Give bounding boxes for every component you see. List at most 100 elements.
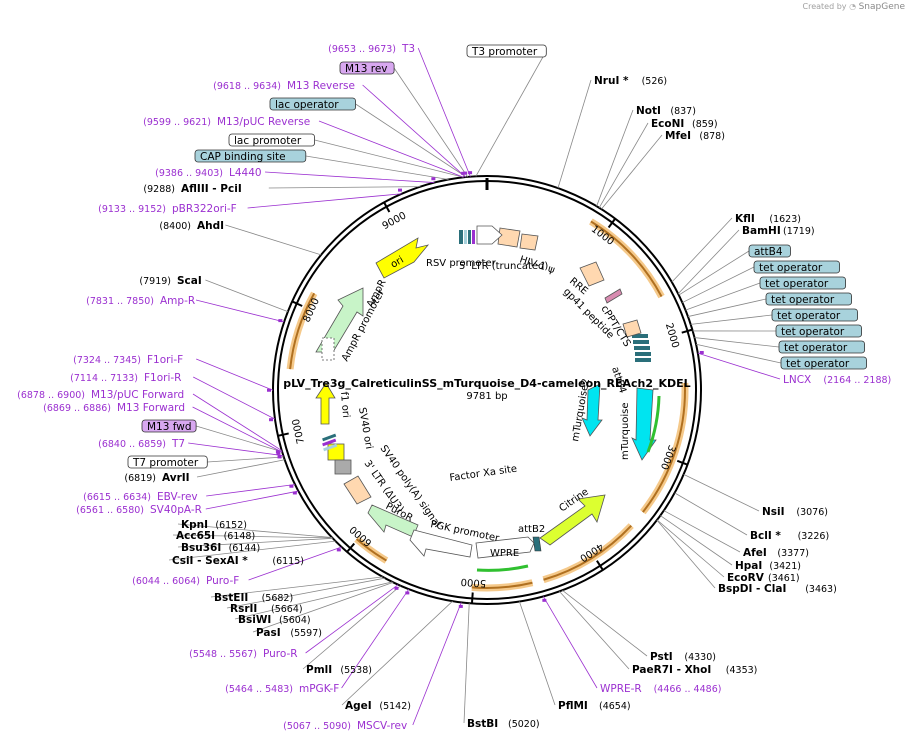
feature-box-bg xyxy=(748,244,791,258)
primer-t3[interactable]: (9653 .. 9673)T3 xyxy=(328,43,415,55)
primer-name: SV40pA-R xyxy=(150,504,202,516)
enzyme-econi[interactable]: EcoNI(859) xyxy=(651,118,718,130)
primer-wpre-r[interactable]: WPRE-R(4466 .. 4486) xyxy=(600,683,721,695)
enzyme-acc65i[interactable]: Acc65I(6148) xyxy=(176,530,255,542)
rre-shape xyxy=(579,261,605,287)
enzyme-pos: (6819) xyxy=(124,473,156,484)
enzyme-pflmi[interactable]: PflMI(4654) xyxy=(558,700,631,712)
enzyme-pasi[interactable]: PasI(5597) xyxy=(256,627,322,639)
enzyme-bsu36i[interactable]: Bsu36I(6144) xyxy=(181,542,260,554)
enzyme-kpni[interactable]: KpnI(6152) xyxy=(181,519,247,531)
enzyme-ecorv[interactable]: EcoRV(3461) xyxy=(727,572,800,584)
enzyme-name: BstEII xyxy=(214,592,248,604)
primer-ebv-rev[interactable]: (6615 .. 6634)EBV-rev xyxy=(83,491,198,503)
primer-puro-r[interactable]: (5548 .. 5567)Puro-R xyxy=(189,648,297,660)
ampr-arrow xyxy=(315,287,364,353)
feature-box-t3-promoter[interactable]: T3 promoter xyxy=(466,44,547,58)
primer-mark xyxy=(275,450,280,454)
enzyme-line xyxy=(196,459,285,478)
enzyme-afliii-pcii[interactable]: AflIII - PciI(9288) xyxy=(143,183,241,195)
enzyme-bamhi[interactable]: BamHI(1719) xyxy=(742,225,815,237)
enzyme-avrii[interactable]: AvrII(6819) xyxy=(124,472,189,484)
enzyme-name: CsiI - SexAI * xyxy=(172,555,248,567)
feature-box-cap-binding-site[interactable]: CAP binding site xyxy=(194,149,307,163)
enzyme-name: KpnI xyxy=(181,519,208,531)
cppt-shape xyxy=(622,319,642,338)
feature-box-tet-operator[interactable]: tet operator xyxy=(771,308,858,322)
feature-box-lac-operator[interactable]: lac operator xyxy=(269,97,356,111)
enzyme-name: NruI * xyxy=(594,75,629,87)
feature-box-line xyxy=(685,282,761,311)
enzyme-paer7i-xhoi[interactable]: PaeR7I - XhoI(4353) xyxy=(632,664,757,676)
enzyme-bsteii[interactable]: BstEII(5682) xyxy=(214,592,293,604)
enzyme-name: BclI * xyxy=(750,530,781,542)
tick-6000 xyxy=(346,542,356,553)
primer-f1ori-r[interactable]: (7114 .. 7133)F1ori-R xyxy=(70,372,181,384)
enzyme-pmli[interactable]: PmlI(5538) xyxy=(306,664,372,676)
feature-box-tet-operator[interactable]: tet operator xyxy=(780,356,867,370)
enzyme-nsii[interactable]: NsiI(3076) xyxy=(762,506,828,518)
primer-mscv-rev[interactable]: (5067 .. 5090)MSCV-rev xyxy=(283,720,407,732)
primer-pos: (4466 .. 4486) xyxy=(654,684,722,695)
enzyme-line xyxy=(598,122,649,208)
primer-mpgk-f[interactable]: (5464 .. 5483)mPGK-F xyxy=(225,683,339,695)
enzyme-nrui[interactable]: NruI *(526) xyxy=(594,75,667,87)
primer-line xyxy=(192,393,282,451)
enzyme-line xyxy=(519,601,556,706)
feature-box-tet-operator[interactable]: tet operator xyxy=(775,324,862,338)
enzyme-line xyxy=(683,473,760,512)
feature-box-attb4[interactable]: attB4 xyxy=(748,244,791,258)
primer-m13-puc-forward[interactable]: (6878 .. 6900)M13/pUC Forward xyxy=(17,389,184,401)
enzyme-ahdi[interactable]: AhdI(8400) xyxy=(159,220,224,232)
primer-l4440[interactable]: (9386 .. 9403)L4440 xyxy=(155,167,261,179)
feature-box-label: lac promoter xyxy=(234,135,302,147)
feature-box-tet-operator[interactable]: tet operator xyxy=(753,260,840,274)
feature-box-lac-promoter[interactable]: lac promoter xyxy=(228,133,315,147)
primer-pbr322ori-f[interactable]: (9133 .. 9152)pBR322ori-F xyxy=(98,203,237,215)
primer-line xyxy=(542,596,598,689)
feature-box-line xyxy=(195,425,283,453)
feature-box-m13-rev[interactable]: M13 rev xyxy=(339,61,395,75)
enzyme-scai[interactable]: ScaI(7919) xyxy=(139,275,201,287)
enzyme-hpai[interactable]: HpaI(3421) xyxy=(735,560,801,572)
primer-f1ori-f[interactable]: (7324 .. 7345)F1ori-F xyxy=(73,354,183,366)
enzyme-pos: (5604) xyxy=(279,615,311,626)
feature-box-tet-operator[interactable]: tet operator xyxy=(778,340,865,354)
primer-m13-puc-reverse[interactable]: (9599 .. 9621)M13/pUC Reverse xyxy=(143,116,310,128)
enzyme-bcli[interactable]: BclI *(3226) xyxy=(750,530,829,542)
primer-sv40pa-r[interactable]: (6561 .. 6580)SV40pA-R xyxy=(76,504,202,516)
primer-t7[interactable]: (6840 .. 6859)T7 xyxy=(98,438,185,450)
enzyme-lines xyxy=(168,50,782,724)
enzyme-line xyxy=(226,577,386,609)
tick-label-9000: 9000 xyxy=(381,210,409,232)
primer-line xyxy=(193,376,276,420)
enzyme-agei[interactable]: AgeI(5142) xyxy=(345,700,411,712)
enzyme-psti[interactable]: PstI(4330) xyxy=(650,651,716,663)
feature-box-tet-operator[interactable]: tet operator xyxy=(765,292,852,306)
primer-mark xyxy=(461,171,466,175)
enzyme-pos: (3463) xyxy=(805,584,837,595)
enzyme-pos: (878) xyxy=(699,131,725,142)
enzyme-mfei[interactable]: MfeI(878) xyxy=(665,130,725,142)
feature-box-t7-promoter[interactable]: T7 promoter xyxy=(127,455,208,469)
primer-mark xyxy=(468,171,473,175)
feature-box-tet-operator[interactable]: tet operator xyxy=(759,276,846,290)
enzyme-line xyxy=(234,581,393,620)
feature-box-m13-fwd[interactable]: M13 fwd xyxy=(141,419,197,433)
enzyme-afei[interactable]: AfeI(3377) xyxy=(743,547,809,559)
enzyme-bsiwi[interactable]: BsiWI(5604) xyxy=(238,614,311,626)
primer-amp-r[interactable]: (7831 .. 7850)Amp-R xyxy=(86,295,195,307)
primer-lncx[interactable]: LNCX(2164 .. 2188) xyxy=(783,374,891,386)
primer-m13-reverse[interactable]: (9618 .. 9634)M13 Reverse xyxy=(213,80,355,92)
primer-m13-forward[interactable]: (6869 .. 6886)M13 Forward xyxy=(43,402,185,414)
enzyme-csii-sexai[interactable]: CsiI - SexAI *(6115) xyxy=(172,555,304,567)
enzyme-kfli[interactable]: KflI(1623) xyxy=(735,213,801,225)
enzyme-bstbi[interactable]: BstBI(5020) xyxy=(467,718,540,730)
primer-puro-f[interactable]: (6044 .. 6064)Puro-F xyxy=(132,575,239,587)
enzyme-noti[interactable]: NotI(837) xyxy=(636,105,696,117)
enzyme-rsrii[interactable]: RsrII(5664) xyxy=(230,603,303,615)
primer-mark xyxy=(292,491,297,495)
enzyme-bspdi-clai[interactable]: BspDI - ClaI(3463) xyxy=(718,583,837,595)
primer-pos: (7114 .. 7133) xyxy=(70,373,138,384)
